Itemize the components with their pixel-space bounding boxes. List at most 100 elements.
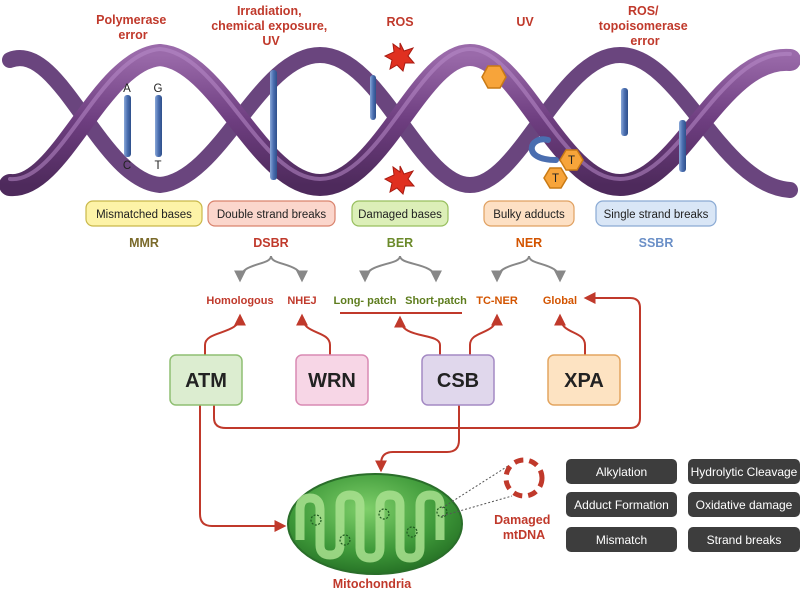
pathway-ssbr: SSBR bbox=[639, 236, 674, 250]
thymine-hexagon-2 bbox=[543, 167, 568, 189]
mtdna-circle-3 bbox=[378, 508, 390, 520]
subpath-long-patch: Long- patch bbox=[334, 295, 397, 307]
damage-tag-dsb-label: Double strand breaks bbox=[217, 209, 327, 221]
damage-tag-damaged-bases bbox=[351, 200, 449, 227]
thymine-letter-2: T bbox=[552, 173, 559, 185]
thymine-dimer-loop bbox=[528, 136, 559, 163]
uv-adduct: T T bbox=[481, 65, 584, 189]
damage-source-ros: ROS bbox=[386, 15, 413, 29]
mtdna-damage-mechanisms: Alkylation Hydrolytic Cleavage Adduct Fo… bbox=[566, 459, 800, 552]
base-letter-a: A bbox=[123, 83, 131, 95]
csb-to-mitochondria-arrow bbox=[375, 405, 460, 473]
mechanism-hydrolytic-cleavage: Hydrolytic Cleavage bbox=[691, 465, 798, 479]
protein-xpa-label: XPA bbox=[564, 370, 604, 392]
mtdna-circle-4 bbox=[406, 526, 418, 538]
base-bar-g bbox=[155, 95, 162, 157]
csb-to-tcner-arrow bbox=[469, 313, 503, 355]
mechanism-box bbox=[688, 527, 800, 552]
mechanism-alkylation: Alkylation bbox=[596, 465, 647, 479]
dsbr-branch-left-arrow bbox=[234, 255, 272, 283]
protein-atm bbox=[169, 354, 243, 406]
atm-to-global-arrow bbox=[213, 292, 641, 429]
damage-source-labels: Polymerase error Irradiation, chemical e… bbox=[96, 4, 688, 48]
protein-xpa bbox=[547, 354, 621, 406]
mechanism-box bbox=[688, 492, 800, 517]
damage-source-polymerase: Polymerase error bbox=[96, 13, 170, 42]
protein-wrn-label: WRN bbox=[308, 370, 356, 392]
ber-branch-right-arrow bbox=[399, 255, 442, 283]
subpath-homologous: Homologous bbox=[206, 295, 273, 307]
dna-strand-front-highlight bbox=[8, 46, 792, 182]
damage-tag-dsb bbox=[207, 200, 336, 227]
damage-source-irradiation: Irradiation, chemical exposure, UV bbox=[211, 4, 331, 48]
dna-strand-front bbox=[0, 43, 800, 197]
damage-tag-ssb bbox=[595, 200, 717, 227]
ner-branch-left-arrow bbox=[491, 255, 530, 283]
pathway-dsbr: DSBR bbox=[253, 236, 288, 250]
mechanism-oxidative-damage: Oxidative damage bbox=[696, 498, 793, 512]
protein-csb-label: CSB bbox=[437, 370, 479, 392]
uv-hexagon-icon bbox=[481, 65, 507, 89]
sub-pathway-labels: Homologous NHEJ Long- patch Short-patch … bbox=[206, 295, 577, 314]
pathway-ner: NER bbox=[516, 236, 542, 250]
xpa-to-global-arrow bbox=[554, 313, 586, 355]
subpath-global: Global bbox=[543, 295, 577, 307]
pathway-branches bbox=[234, 255, 566, 283]
damage-tag-mismatched bbox=[85, 200, 203, 227]
damage-tag-bulky-label: Bulky adducts bbox=[493, 209, 565, 221]
mitochondria-cristae bbox=[295, 490, 445, 563]
damaged-mtdna-label: Damaged mtDNA bbox=[494, 513, 554, 542]
dna-helix bbox=[0, 43, 800, 198]
mechanism-box bbox=[566, 492, 677, 517]
mitochondria: Mitochondria bbox=[287, 473, 463, 591]
dsb-bar bbox=[270, 70, 277, 180]
pathway-labels: MMR DSBR BER NER SSBR bbox=[129, 236, 673, 250]
damage-tag-damaged-bases-label: Damaged bases bbox=[358, 209, 442, 221]
pathway-mmr: MMR bbox=[129, 236, 159, 250]
base-bar-a bbox=[124, 95, 131, 157]
mechanism-box bbox=[566, 527, 677, 552]
subpath-short-patch: Short-patch bbox=[405, 295, 467, 307]
mitochondria-label: Mitochondria bbox=[333, 577, 413, 591]
mechanism-strand-breaks: Strand breaks bbox=[707, 533, 782, 547]
ssb-bar-1 bbox=[621, 88, 628, 136]
protein-wrn bbox=[295, 354, 369, 406]
damage-tag-ssb-label: Single strand breaks bbox=[604, 209, 709, 221]
base-letter-c: C bbox=[123, 160, 131, 172]
atm-to-mitochondria-arrow bbox=[199, 405, 287, 532]
wrn-to-nhej-arrow bbox=[296, 313, 331, 355]
callout-line-bottom bbox=[441, 495, 513, 517]
subpath-tc-ner: TC-NER bbox=[476, 295, 518, 307]
damage-tag-bulky bbox=[483, 200, 575, 227]
mechanism-box bbox=[566, 459, 677, 484]
mtdna-circle-2 bbox=[339, 534, 351, 546]
protein-atm-label: ATM bbox=[185, 370, 227, 392]
ros-star-top bbox=[383, 42, 416, 72]
thymine-letter-1: T bbox=[568, 155, 575, 167]
protein-arrows bbox=[199, 292, 641, 532]
damage-tag-mismatched-label: Mismatched bases bbox=[96, 209, 192, 221]
subpath-nhej: NHEJ bbox=[287, 295, 316, 307]
ssb-bar-2 bbox=[679, 120, 686, 172]
damaged-mtdna-callout: Damaged mtDNA bbox=[441, 457, 554, 542]
protein-csb bbox=[421, 354, 495, 406]
damage-source-uv: UV bbox=[516, 15, 534, 29]
damaged-mtdna-icon bbox=[503, 457, 545, 499]
ber-bar-1 bbox=[370, 75, 376, 120]
atm-to-homologous-arrow bbox=[204, 313, 246, 355]
mechanism-box bbox=[688, 459, 800, 484]
damage-type-tags: Mismatched bases Double strand breaks Da… bbox=[85, 200, 717, 227]
mtdna-circle-5 bbox=[436, 506, 448, 518]
ros-star-bottom bbox=[383, 165, 416, 195]
thymine-hexagon-1 bbox=[559, 149, 584, 171]
base-pairs: A G C T bbox=[123, 70, 686, 180]
pathway-ber: BER bbox=[387, 236, 413, 250]
base-letter-g: G bbox=[154, 83, 163, 95]
mtdna-circle-1 bbox=[310, 514, 322, 526]
ber-branch-left-arrow bbox=[359, 255, 401, 283]
dsbr-branch-right-arrow bbox=[270, 255, 308, 283]
callout-line-top bbox=[441, 465, 509, 509]
mechanism-mismatch: Mismatch bbox=[596, 533, 647, 547]
proteins: ATM WRN CSB XPA bbox=[169, 354, 621, 406]
